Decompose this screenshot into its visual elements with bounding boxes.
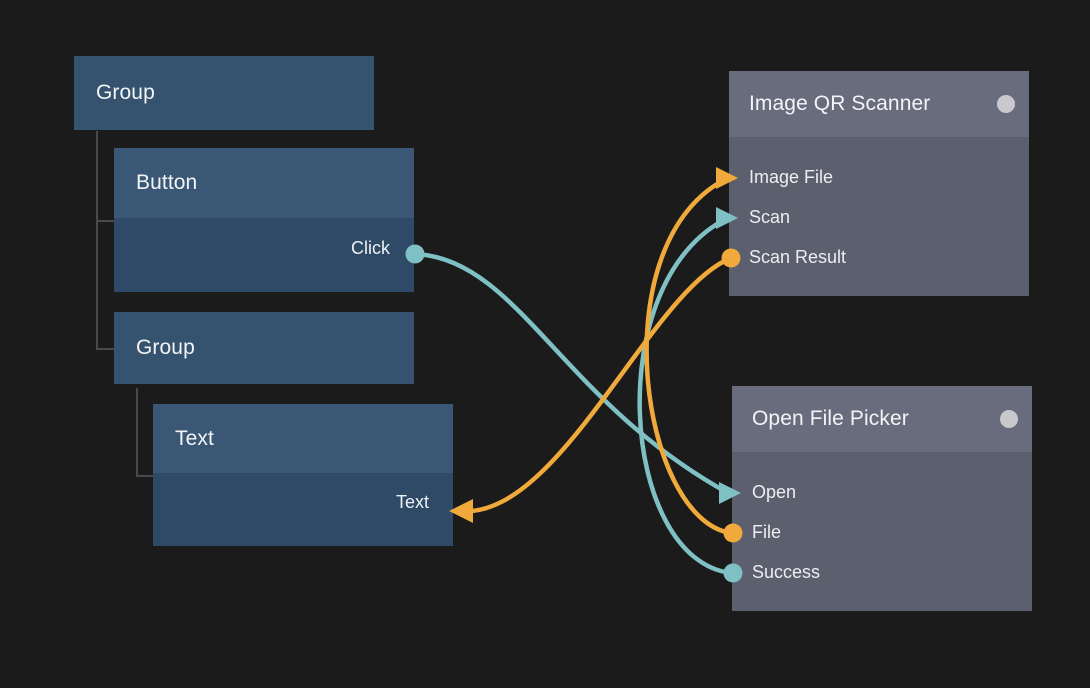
- port-row-success[interactable]: Success: [752, 562, 820, 583]
- wire-scan-result-to-text: [457, 255, 734, 514]
- port-row-scan-result[interactable]: Scan Result: [749, 247, 846, 268]
- port-label: Scan Result: [749, 247, 847, 267]
- tree-line-vertical-group-child: [136, 388, 138, 477]
- port-label: Scan: [749, 207, 791, 227]
- node-title: Image QR Scanner: [749, 92, 931, 115]
- collapse-dot-icon[interactable]: [997, 95, 1015, 113]
- node-header[interactable]: Open File Picker: [732, 386, 1032, 452]
- port-label: Click: [351, 238, 390, 258]
- wire-success-to-scan: [637, 215, 734, 576]
- port-row-text[interactable]: Text: [396, 492, 429, 513]
- widget-node-group-child[interactable]: Group: [114, 312, 414, 384]
- node-header[interactable]: Group: [74, 56, 374, 130]
- tree-line-branch-text: [136, 475, 154, 477]
- node-title: Group: [96, 81, 155, 104]
- port-row-file[interactable]: File: [752, 522, 781, 543]
- port-row-open[interactable]: Open: [752, 482, 796, 503]
- widget-node-text[interactable]: Text Text: [153, 404, 453, 546]
- wire-click-to-open: [414, 251, 731, 496]
- node-header[interactable]: Image QR Scanner: [729, 71, 1029, 137]
- port-label: Open: [752, 482, 797, 502]
- function-node-open-file-picker[interactable]: Open File Picker Open File Success: [732, 386, 1032, 611]
- node-title: Button: [136, 171, 198, 194]
- function-node-image-qr-scanner[interactable]: Image QR Scanner Image File Scan Scan Re…: [729, 71, 1029, 296]
- node-title: Open File Picker: [752, 407, 909, 430]
- node-title: Group: [136, 336, 195, 359]
- tree-line-branch-group-child: [96, 348, 114, 350]
- tree-line-vertical-root: [96, 131, 98, 350]
- widget-node-button[interactable]: Button Click: [114, 148, 414, 292]
- node-body: Image File Scan Scan Result: [729, 137, 1029, 296]
- node-title: Text: [175, 426, 214, 450]
- node-header[interactable]: Group: [114, 312, 414, 384]
- tree-line-branch-button: [96, 220, 114, 222]
- port-label: Success: [752, 562, 821, 582]
- port-label: Text: [395, 492, 429, 512]
- port-label: File: [752, 522, 782, 542]
- port-row-scan[interactable]: Scan: [749, 207, 790, 228]
- port-row-click[interactable]: Click: [351, 238, 390, 259]
- node-header[interactable]: Button: [114, 148, 414, 218]
- node-body: Click: [114, 218, 414, 292]
- node-header[interactable]: Text: [153, 404, 453, 473]
- collapse-dot-icon[interactable]: [1000, 410, 1018, 428]
- widget-node-group-root[interactable]: Group: [74, 56, 374, 130]
- port-row-image-file[interactable]: Image File: [749, 167, 833, 188]
- node-body: Text: [153, 473, 453, 546]
- port-label: Image File: [749, 167, 834, 187]
- wire-file-to-image-file: [644, 175, 734, 536]
- node-body: Open File Success: [732, 452, 1032, 611]
